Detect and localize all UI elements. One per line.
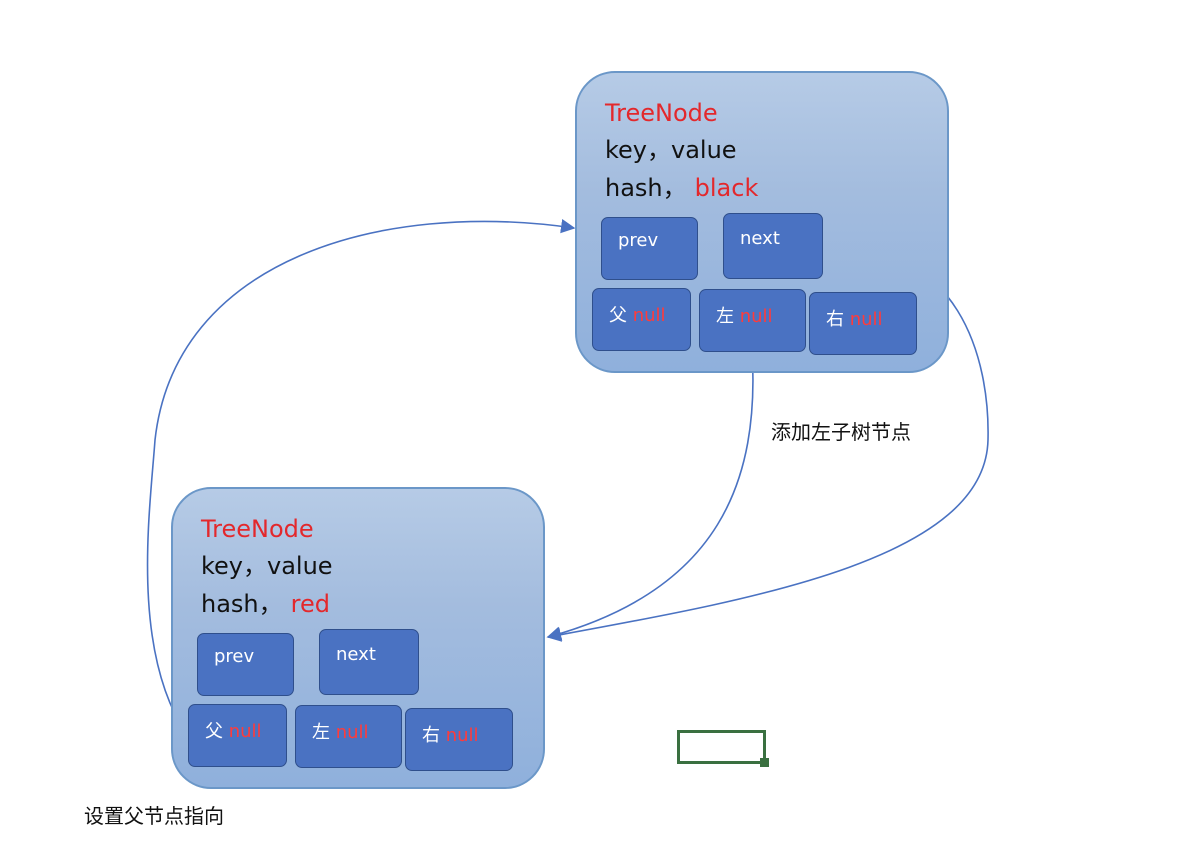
- right-field-label: 右 null: [422, 725, 479, 746]
- left-field: 左 null: [699, 289, 806, 352]
- next-field: next: [723, 213, 823, 279]
- key-value-label: key，value: [605, 136, 737, 164]
- node-color-label: red: [290, 590, 330, 618]
- set-parent-caption: 设置父节点指向: [84, 804, 224, 828]
- node-color-label: black: [694, 174, 759, 202]
- left-field-label: 左 null: [716, 306, 773, 327]
- prev-label: prev: [214, 646, 255, 667]
- right-field: 右 null: [809, 292, 917, 355]
- selected-cell-box[interactable]: [677, 730, 769, 767]
- right-field-label: 右 null: [826, 309, 883, 330]
- next-label: next: [740, 228, 780, 249]
- key-value-label: key，value: [201, 552, 333, 580]
- hash-color-row: hash，red: [201, 585, 330, 623]
- right-field: 右 null: [405, 708, 513, 771]
- prev-label: prev: [618, 230, 659, 251]
- node-type-label: TreeNode: [605, 99, 718, 127]
- hash-color-row: hash，black: [605, 169, 758, 207]
- add-left-subtree-caption: 添加左子树节点: [771, 420, 911, 444]
- prev-field: prev: [601, 217, 698, 280]
- next-label: next: [336, 644, 376, 665]
- node-type-label: TreeNode: [201, 515, 314, 543]
- prev-field: prev: [197, 633, 294, 696]
- hash-label: hash，: [605, 174, 687, 202]
- tree-node-child: TreeNode key，value hash，red prev next 父 …: [171, 487, 545, 789]
- parent-field: 父 null: [188, 704, 287, 767]
- parent-field-label: 父 null: [609, 305, 666, 326]
- parent-field-label: 父 null: [205, 721, 262, 742]
- left-child-arrow: [546, 349, 754, 641]
- hash-label: hash，: [201, 590, 283, 618]
- left-field-label: 左 null: [312, 722, 369, 743]
- parent-field: 父 null: [592, 288, 691, 351]
- tree-node-root: TreeNode key，value hash，black prev next …: [575, 71, 949, 373]
- left-field: 左 null: [295, 705, 402, 768]
- next-field: next: [319, 629, 419, 695]
- resize-handle[interactable]: [760, 758, 769, 767]
- parent-pointer-arrow: [146, 219, 576, 736]
